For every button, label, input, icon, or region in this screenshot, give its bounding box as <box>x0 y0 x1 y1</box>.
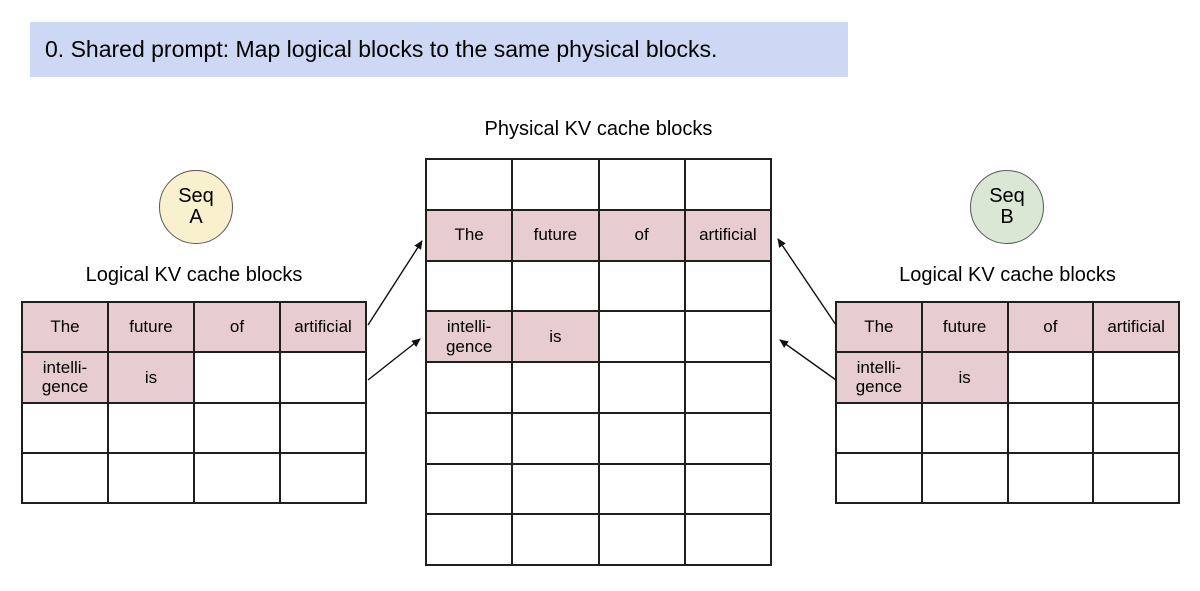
seq-a-badge: Seq A <box>159 170 233 244</box>
kv-block-cell <box>598 159 685 210</box>
kv-block-cell: future <box>108 302 194 353</box>
kv-block-cell <box>684 514 771 565</box>
kv-block-cell <box>512 463 599 515</box>
kv-block-cell <box>426 412 513 464</box>
kv-block-cell: future <box>921 302 1008 353</box>
kv-block-cell: of <box>194 302 280 353</box>
kv-block-cell <box>836 452 922 503</box>
kv-block-cell <box>426 159 513 210</box>
kv-block-cell <box>1007 352 1094 403</box>
seq-b-label-line2: B <box>1000 206 1014 228</box>
kv-block-cell <box>280 452 366 503</box>
kv-block-cell <box>194 452 280 503</box>
kv-block-cell: intelli- gence <box>836 352 922 403</box>
kv-block-cell <box>512 260 599 312</box>
kv-block-cell: is <box>512 311 599 362</box>
kv-block-cell <box>1007 402 1094 453</box>
kv-block-cell <box>598 311 685 362</box>
kv-block-cell <box>598 362 685 413</box>
kv-block-cell: The <box>836 302 922 353</box>
kv-block-cell: intelli- gence <box>22 352 108 403</box>
kv-block-cell: The <box>22 302 108 353</box>
kv-block-cell <box>512 514 599 565</box>
logical-blocks-title-right: Logical KV cache blocks <box>899 263 1116 286</box>
kv-block-cell <box>22 452 108 503</box>
kv-block-cell <box>684 362 771 413</box>
kv-block-cell: artificial <box>280 302 366 353</box>
kv-block-cell <box>1007 452 1094 503</box>
step-banner-text: 0. Shared prompt: Map logical blocks to … <box>45 36 718 62</box>
kv-block-cell: is <box>108 352 194 403</box>
kv-block-cell: intelli- gence <box>426 311 513 362</box>
kv-block-cell: future <box>512 209 599 261</box>
kv-block-cell <box>598 412 685 464</box>
kv-block-cell <box>684 159 771 210</box>
kv-block-cell <box>512 412 599 464</box>
seq-b-badge: Seq B <box>970 170 1044 244</box>
seq-a-block1-to-physical-block3 <box>367 338 421 381</box>
kv-block-cell <box>598 514 685 565</box>
kv-block-cell <box>684 311 771 362</box>
kv-block-cell <box>108 452 194 503</box>
physical-blocks-title: Physical KV cache blocks <box>484 117 713 140</box>
kv-block-cell <box>1093 352 1179 403</box>
kv-block-cell <box>280 352 366 403</box>
seq-b-block0-to-physical-block1 <box>777 238 837 326</box>
kv-block-cell <box>22 402 108 453</box>
kv-block-cell <box>1093 402 1179 453</box>
kv-block-cell: artificial <box>684 209 771 261</box>
kv-block-cell <box>194 352 280 403</box>
seq-a-label-line2: A <box>189 206 203 228</box>
kv-block-cell <box>598 260 685 312</box>
kv-block-cell <box>684 260 771 312</box>
seq-b-block1-to-physical-block3 <box>779 339 837 381</box>
kv-block-cell: of <box>598 209 685 261</box>
kv-block-cell: is <box>921 352 1008 403</box>
kv-block-cell: artificial <box>1093 302 1179 353</box>
kv-block-cell <box>194 402 280 453</box>
kv-block-cell <box>426 514 513 565</box>
kv-block-cell <box>280 402 366 453</box>
kv-block-cell <box>1093 452 1179 503</box>
kv-block-cell <box>921 452 1008 503</box>
kv-block-cell: The <box>426 209 513 261</box>
kv-block-cell: of <box>1007 302 1094 353</box>
kv-block-cell <box>426 362 513 413</box>
kv-block-cell <box>684 463 771 515</box>
kv-block-cell <box>512 159 599 210</box>
seq-a-block0-to-physical-block1 <box>367 240 423 326</box>
kv-block-cell <box>426 463 513 515</box>
kv-block-cell <box>426 260 513 312</box>
step-banner: 0. Shared prompt: Map logical blocks to … <box>30 22 848 77</box>
kv-block-cell <box>598 463 685 515</box>
seq-b-label-line1: Seq <box>989 185 1025 207</box>
kv-block-cell <box>512 362 599 413</box>
kv-block-cell <box>921 402 1008 453</box>
seq-a-label-line1: Seq <box>178 185 214 207</box>
kv-block-cell <box>684 412 771 464</box>
logical-blocks-title-left: Logical KV cache blocks <box>85 263 303 286</box>
kv-block-cell <box>108 402 194 453</box>
kv-block-cell <box>836 402 922 453</box>
